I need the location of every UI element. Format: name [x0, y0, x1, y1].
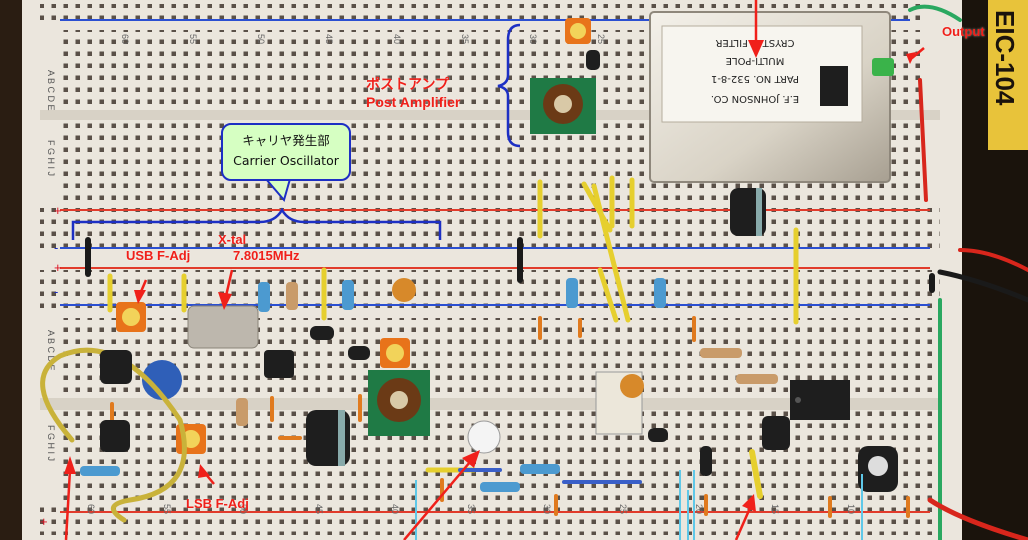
column-number: 45 [314, 504, 324, 514]
resistor [80, 466, 120, 476]
row-letters-bottom-lower: F G H I J [46, 425, 56, 461]
inductor [264, 350, 294, 378]
column-number: 55 [162, 504, 172, 514]
mixer-module [595, 371, 643, 435]
column-number: 40 [390, 504, 400, 514]
minus-mark: - [54, 240, 58, 255]
resistor [520, 464, 560, 474]
jumper-wires [40, 175, 799, 523]
resistor [258, 282, 270, 312]
electrolytic-capacitor [306, 410, 350, 466]
cyan-wires [415, 470, 863, 540]
resistor [700, 348, 742, 358]
brand-strip [988, 0, 1028, 150]
transistor [700, 446, 712, 476]
carrier-label-jp: キャリヤ発生部 [242, 133, 330, 148]
power-leads [908, 4, 1028, 540]
resistor [342, 280, 354, 310]
filter-label-line2: MULTI-POLE [726, 55, 785, 66]
carrier-oscillator-callout: キャリヤ発生部 Carrier Oscillator [221, 123, 351, 181]
ceramic-capacitor [620, 374, 644, 398]
trimmer-pot [116, 302, 146, 332]
column-number: 40 [392, 34, 402, 44]
short-jumpers [110, 316, 910, 518]
ic-chip [790, 380, 850, 420]
output-terminal [872, 58, 894, 76]
post-amp-label-jp: ポストアンプ [366, 76, 450, 92]
blue-capacitor [142, 360, 182, 400]
transistor [586, 50, 600, 70]
row-letters-top-lower: A B C D E [46, 330, 56, 371]
post-amp-label-en: Post Amplifier [366, 94, 461, 110]
resistor [736, 374, 778, 384]
annotation-arrows [64, 0, 925, 540]
column-number: 30 [528, 34, 538, 44]
board-brand: EIC-104 [990, 10, 1020, 106]
column-number: 25 [618, 504, 628, 514]
inductor [100, 420, 130, 452]
column-number: 10 [846, 504, 856, 514]
usb-adjust-label: USB F-Adj [126, 248, 191, 263]
resistor [654, 278, 666, 308]
resistor [480, 482, 520, 492]
transistor [648, 428, 668, 442]
electrolytic-capacitor [730, 188, 766, 236]
filter-label-line3: PART NO. 532-8-1 [711, 73, 799, 84]
column-number: 25 [596, 34, 606, 44]
row-letters-bottom: F G H I J [46, 140, 56, 176]
column-number: 15 [770, 504, 780, 514]
column-numbers-bottom: 60 55 50 45 40 35 30 25 20 15 10 [86, 504, 856, 514]
xtal-name-label: X-tal [218, 232, 247, 247]
column-number: 30 [542, 504, 552, 514]
carrier-bracket [71, 207, 442, 240]
column-number: 45 [324, 34, 334, 44]
toroid-coil [530, 78, 596, 134]
crystal-oscillator [187, 305, 259, 349]
resistor [566, 278, 578, 308]
inductor [100, 350, 132, 384]
column-number: 20 [694, 504, 704, 514]
column-number: 35 [460, 34, 470, 44]
xtal-frequency-label: 7.8015MHz [233, 248, 300, 263]
lsb-adjust-label: LSB F-Adj [186, 496, 249, 511]
output-label: Output [942, 24, 985, 39]
column-number: 50 [256, 34, 266, 44]
column-number: 60 [120, 34, 130, 44]
carrier-label-en: Carrier Oscillator [233, 153, 339, 168]
potentiometer [467, 420, 501, 454]
plus-mark: + [54, 203, 62, 218]
long-jumpers [458, 468, 642, 484]
column-number: 50 [238, 504, 248, 514]
minus-mark: - [54, 284, 58, 299]
row-letters-top: A B C D E [46, 70, 56, 111]
post-amp-bracket [497, 23, 521, 148]
transistor [310, 326, 334, 340]
plus-mark: + [40, 514, 48, 529]
black-jumpers [85, 237, 935, 293]
power-rails [40, 4, 940, 535]
trimmer-pot [380, 338, 410, 368]
filter-label-line4: E.F. JOHNSON CO. [711, 93, 799, 104]
resistor [286, 282, 298, 310]
toroid-coil [368, 370, 430, 436]
column-number: 60 [86, 504, 96, 514]
ceramic-capacitor [392, 278, 416, 302]
resistor [236, 398, 248, 426]
trimmer-pot [565, 18, 591, 44]
plus-mark: + [54, 260, 62, 275]
electrolytic-capacitor [858, 446, 898, 492]
crystal-filter: CRYSTAL FILTER MULTI-POLE PART NO. 532-8… [649, 11, 891, 183]
transistor [348, 346, 370, 360]
column-number: 55 [188, 34, 198, 44]
column-number: 35 [466, 504, 476, 514]
electrolytic-capacitor [762, 416, 790, 450]
